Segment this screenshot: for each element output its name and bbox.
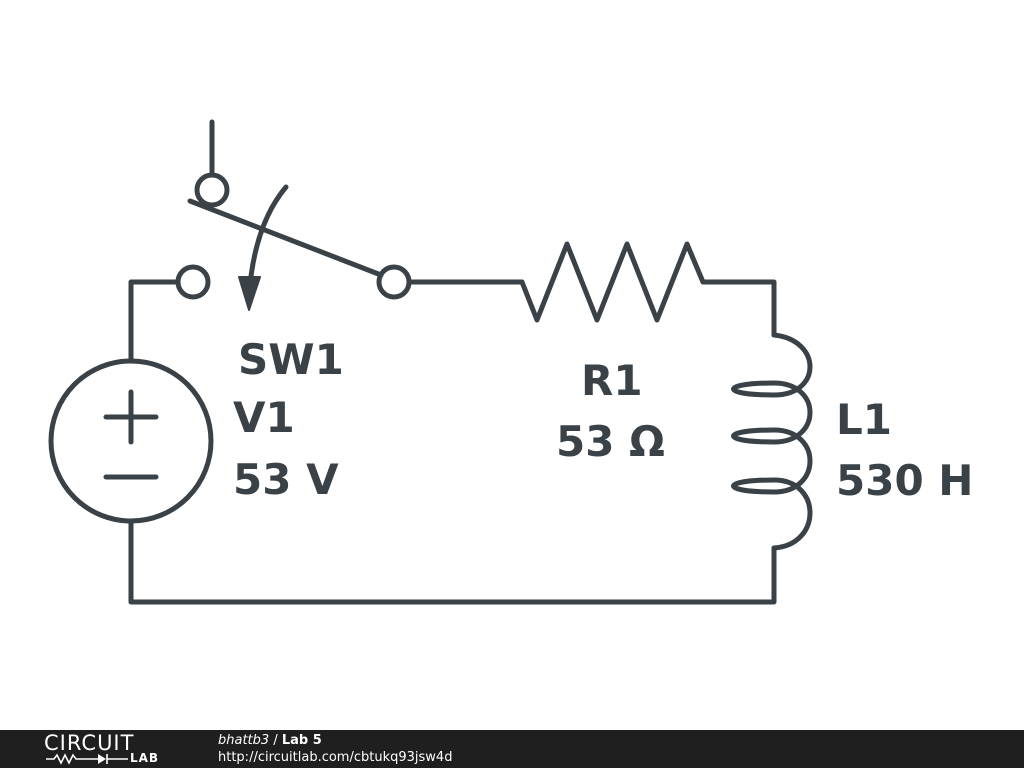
wire-bottom [128, 519, 777, 605]
switch-sw1[interactable] [175, 119, 412, 311]
source-value-label: 53 V [233, 455, 339, 504]
wire-top-left [128, 279, 181, 363]
source-circle [48, 358, 214, 524]
circuitlab-logo[interactable]: CIRCUIT LAB [44, 732, 174, 766]
inductor-l1[interactable] [731, 332, 813, 551]
footer-url-link[interactable]: http://circuitlab.com/cbtukq93jsw4d [218, 750, 453, 765]
footer-bar: CIRCUIT LAB bhattb3 / Lab 5 http://circu… [0, 730, 1024, 768]
switch-left-terminal [175, 264, 211, 300]
switch-top-terminal [194, 172, 230, 208]
inductor-value-label: 530 H [836, 456, 973, 505]
switch-name-label: SW1 [238, 335, 344, 384]
inductor-name-label: L1 [836, 395, 892, 444]
resistor-r1[interactable] [519, 241, 706, 323]
switch-arrowhead-icon [238, 276, 261, 311]
logo-resistor-diode-icon [46, 753, 128, 765]
circuit-schematic: SW1 V1 53 V R1 53 Ω L1 530 H [48, 119, 973, 605]
footer-info: bhattb3 / Lab 5 http://circuitlab.com/cb… [218, 732, 452, 766]
footer-title[interactable]: Lab 5 [281, 733, 322, 748]
footer-separator: / [269, 733, 282, 748]
switch-pivot-terminal [376, 264, 412, 300]
voltage-source-v1[interactable] [48, 358, 214, 524]
resistor-name-label: R1 [581, 356, 643, 405]
source-name-label: V1 [233, 393, 295, 442]
footer-user[interactable]: bhattb3 [218, 733, 270, 748]
plus-sign-icon [103, 389, 159, 445]
resistor-value-label: 53 Ω [556, 417, 665, 466]
switch-blade [187, 198, 384, 278]
logo-wordmark: CIRCUIT [44, 731, 135, 755]
logo-subword: LAB [130, 751, 160, 765]
wire-resistor-to-inductor [700, 279, 777, 338]
footer-heading: bhattb3 / Lab 5 [218, 732, 452, 749]
